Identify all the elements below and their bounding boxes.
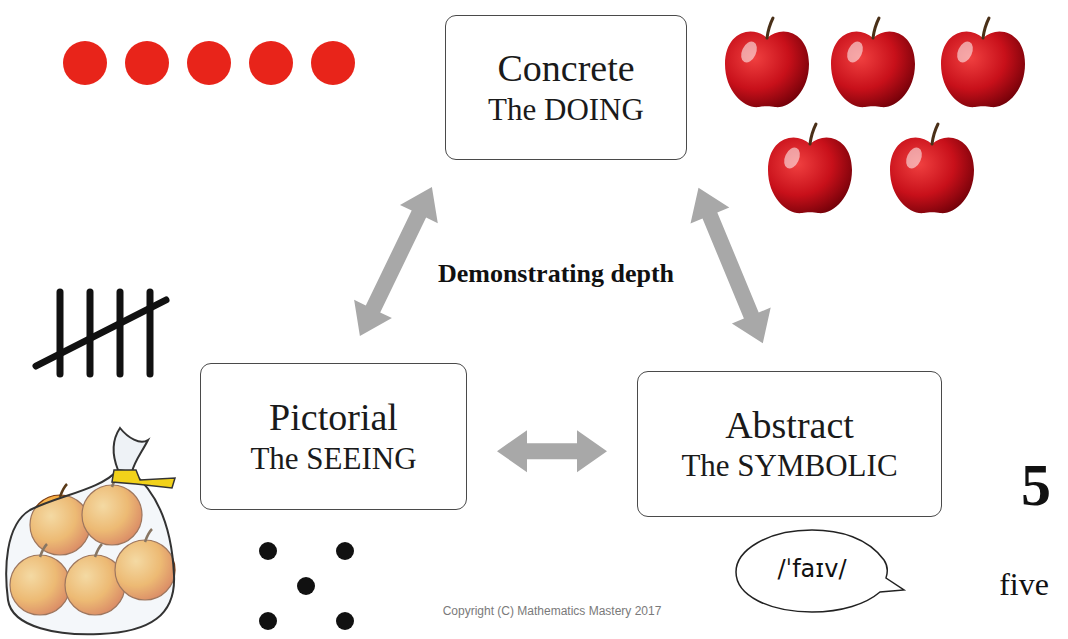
double-arrow	[497, 430, 607, 472]
double-arrow	[354, 187, 438, 336]
process-box: ConcreteThe DOING	[445, 15, 687, 160]
box-heading: Concrete	[497, 47, 634, 91]
centre-caption: Demonstrating depth	[406, 258, 706, 289]
process-box: AbstractThe SYMBOLIC	[637, 371, 942, 517]
double-arrow	[691, 188, 771, 344]
tally-marks	[36, 292, 166, 374]
speech-bubble	[736, 530, 904, 612]
number-label: 5	[1021, 455, 1051, 515]
box-heading: Pictorial	[269, 396, 398, 440]
box-subtitle: The SEEING	[250, 440, 416, 477]
box-subtitle: The SYMBOLIC	[681, 447, 897, 484]
number-label: /ˈfaɪv/	[777, 555, 846, 584]
number-label: five	[999, 565, 1049, 603]
apples	[725, 18, 1025, 213]
box-subtitle: The DOING	[488, 91, 644, 128]
box-heading: Abstract	[725, 404, 854, 448]
copyright-note: Copyright (C) Mathematics Mastery 2017	[443, 604, 662, 618]
bag-of-apples	[6, 428, 175, 634]
counters	[63, 41, 355, 85]
process-box: PictorialThe SEEING	[200, 363, 467, 510]
dice-dots	[259, 542, 354, 630]
